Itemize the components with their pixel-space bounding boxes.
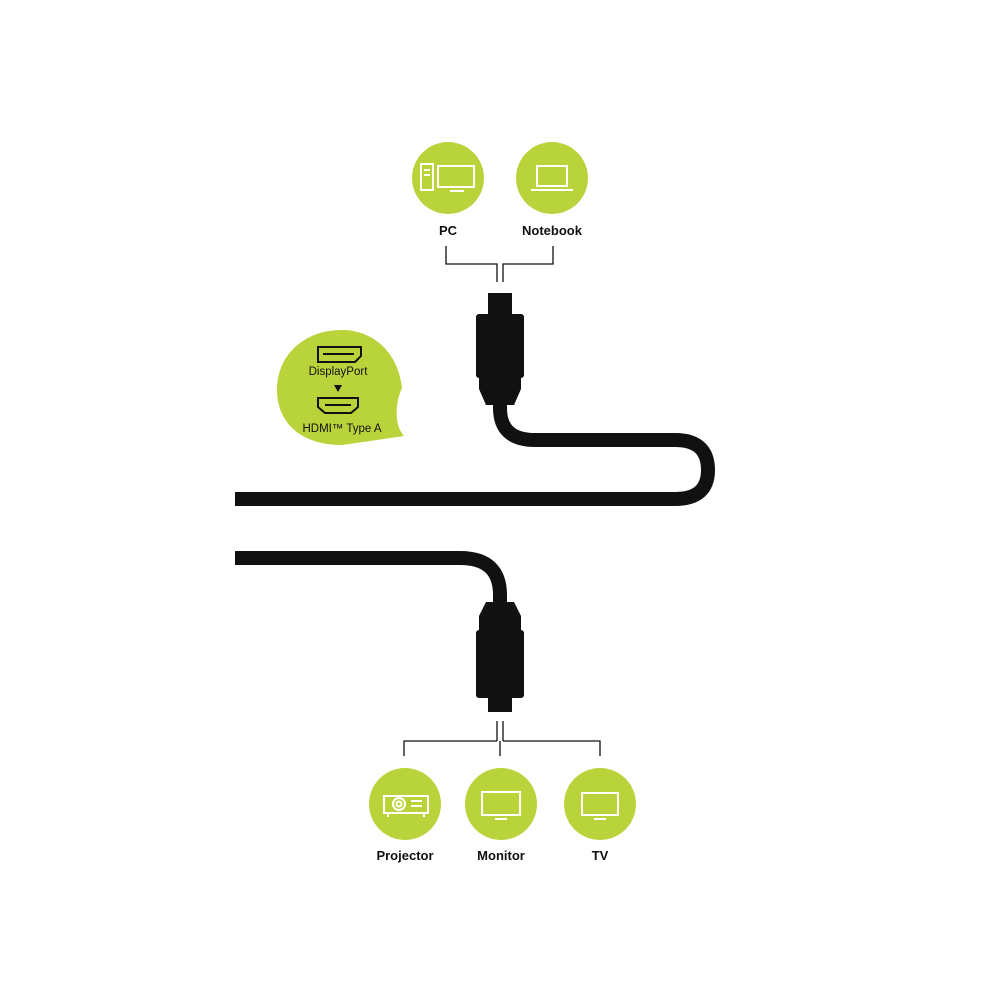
top-connector-tip — [488, 293, 512, 314]
source-pc: PC — [412, 142, 484, 238]
adapter-to-label: HDMI™ Type A — [302, 423, 381, 435]
notebook-icon — [531, 165, 573, 191]
arrow-down-icon — [334, 385, 342, 392]
monitor-icon — [481, 791, 521, 820]
monitor-label: Monitor — [477, 848, 525, 863]
monitor-circle — [465, 768, 537, 840]
top-connector-boot — [479, 378, 521, 405]
target-bracket — [403, 721, 601, 756]
pc-label: PC — [439, 223, 458, 238]
tv-icon — [581, 792, 619, 820]
bottom-connector-body — [476, 630, 524, 698]
source-bracket — [445, 246, 554, 282]
top-connector-body — [476, 314, 524, 378]
displayport-connector-icon — [317, 346, 362, 363]
target-tv: TV — [564, 768, 636, 863]
tv-circle — [564, 768, 636, 840]
bottom-connector — [476, 602, 524, 712]
hdmi-connector-icon — [317, 397, 359, 414]
notebook-circle — [516, 142, 588, 214]
tv-label: TV — [592, 848, 609, 863]
projector-label: Projector — [376, 848, 433, 863]
pc-circle — [412, 142, 484, 214]
target-projector: Projector — [369, 768, 441, 863]
adapter-bubble: DisplayPort HDMI™ Type A — [277, 330, 404, 445]
bottom-connector-boot — [479, 602, 521, 630]
bottom-connector-tip — [488, 698, 512, 712]
projector-icon — [383, 795, 429, 817]
target-monitor: Monitor — [465, 768, 537, 863]
source-notebook: Notebook — [516, 142, 588, 238]
cable-lower — [235, 551, 507, 605]
top-connector — [476, 293, 524, 405]
adapter-from-label: DisplayPort — [309, 366, 369, 378]
cable-upper — [235, 401, 715, 506]
notebook-label: Notebook — [522, 223, 583, 238]
pc-monitor-icon — [420, 163, 475, 192]
